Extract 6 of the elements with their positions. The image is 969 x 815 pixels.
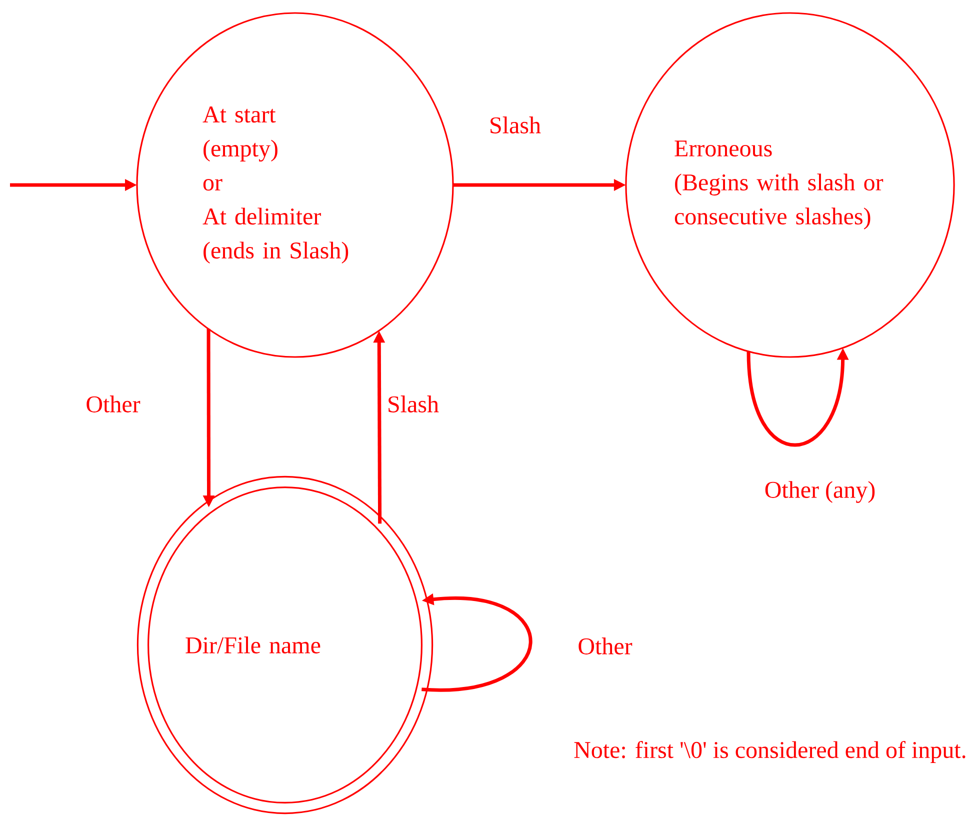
edge-label: Other — [578, 638, 632, 654]
note: Note: first '\0' is considered end of input. — [574, 741, 966, 763]
edge-label: Slash — [388, 396, 439, 412]
edge-label: Other — [86, 396, 140, 412]
edge-label: Other (any) — [765, 481, 875, 503]
edge-label: Slash — [490, 116, 541, 134]
